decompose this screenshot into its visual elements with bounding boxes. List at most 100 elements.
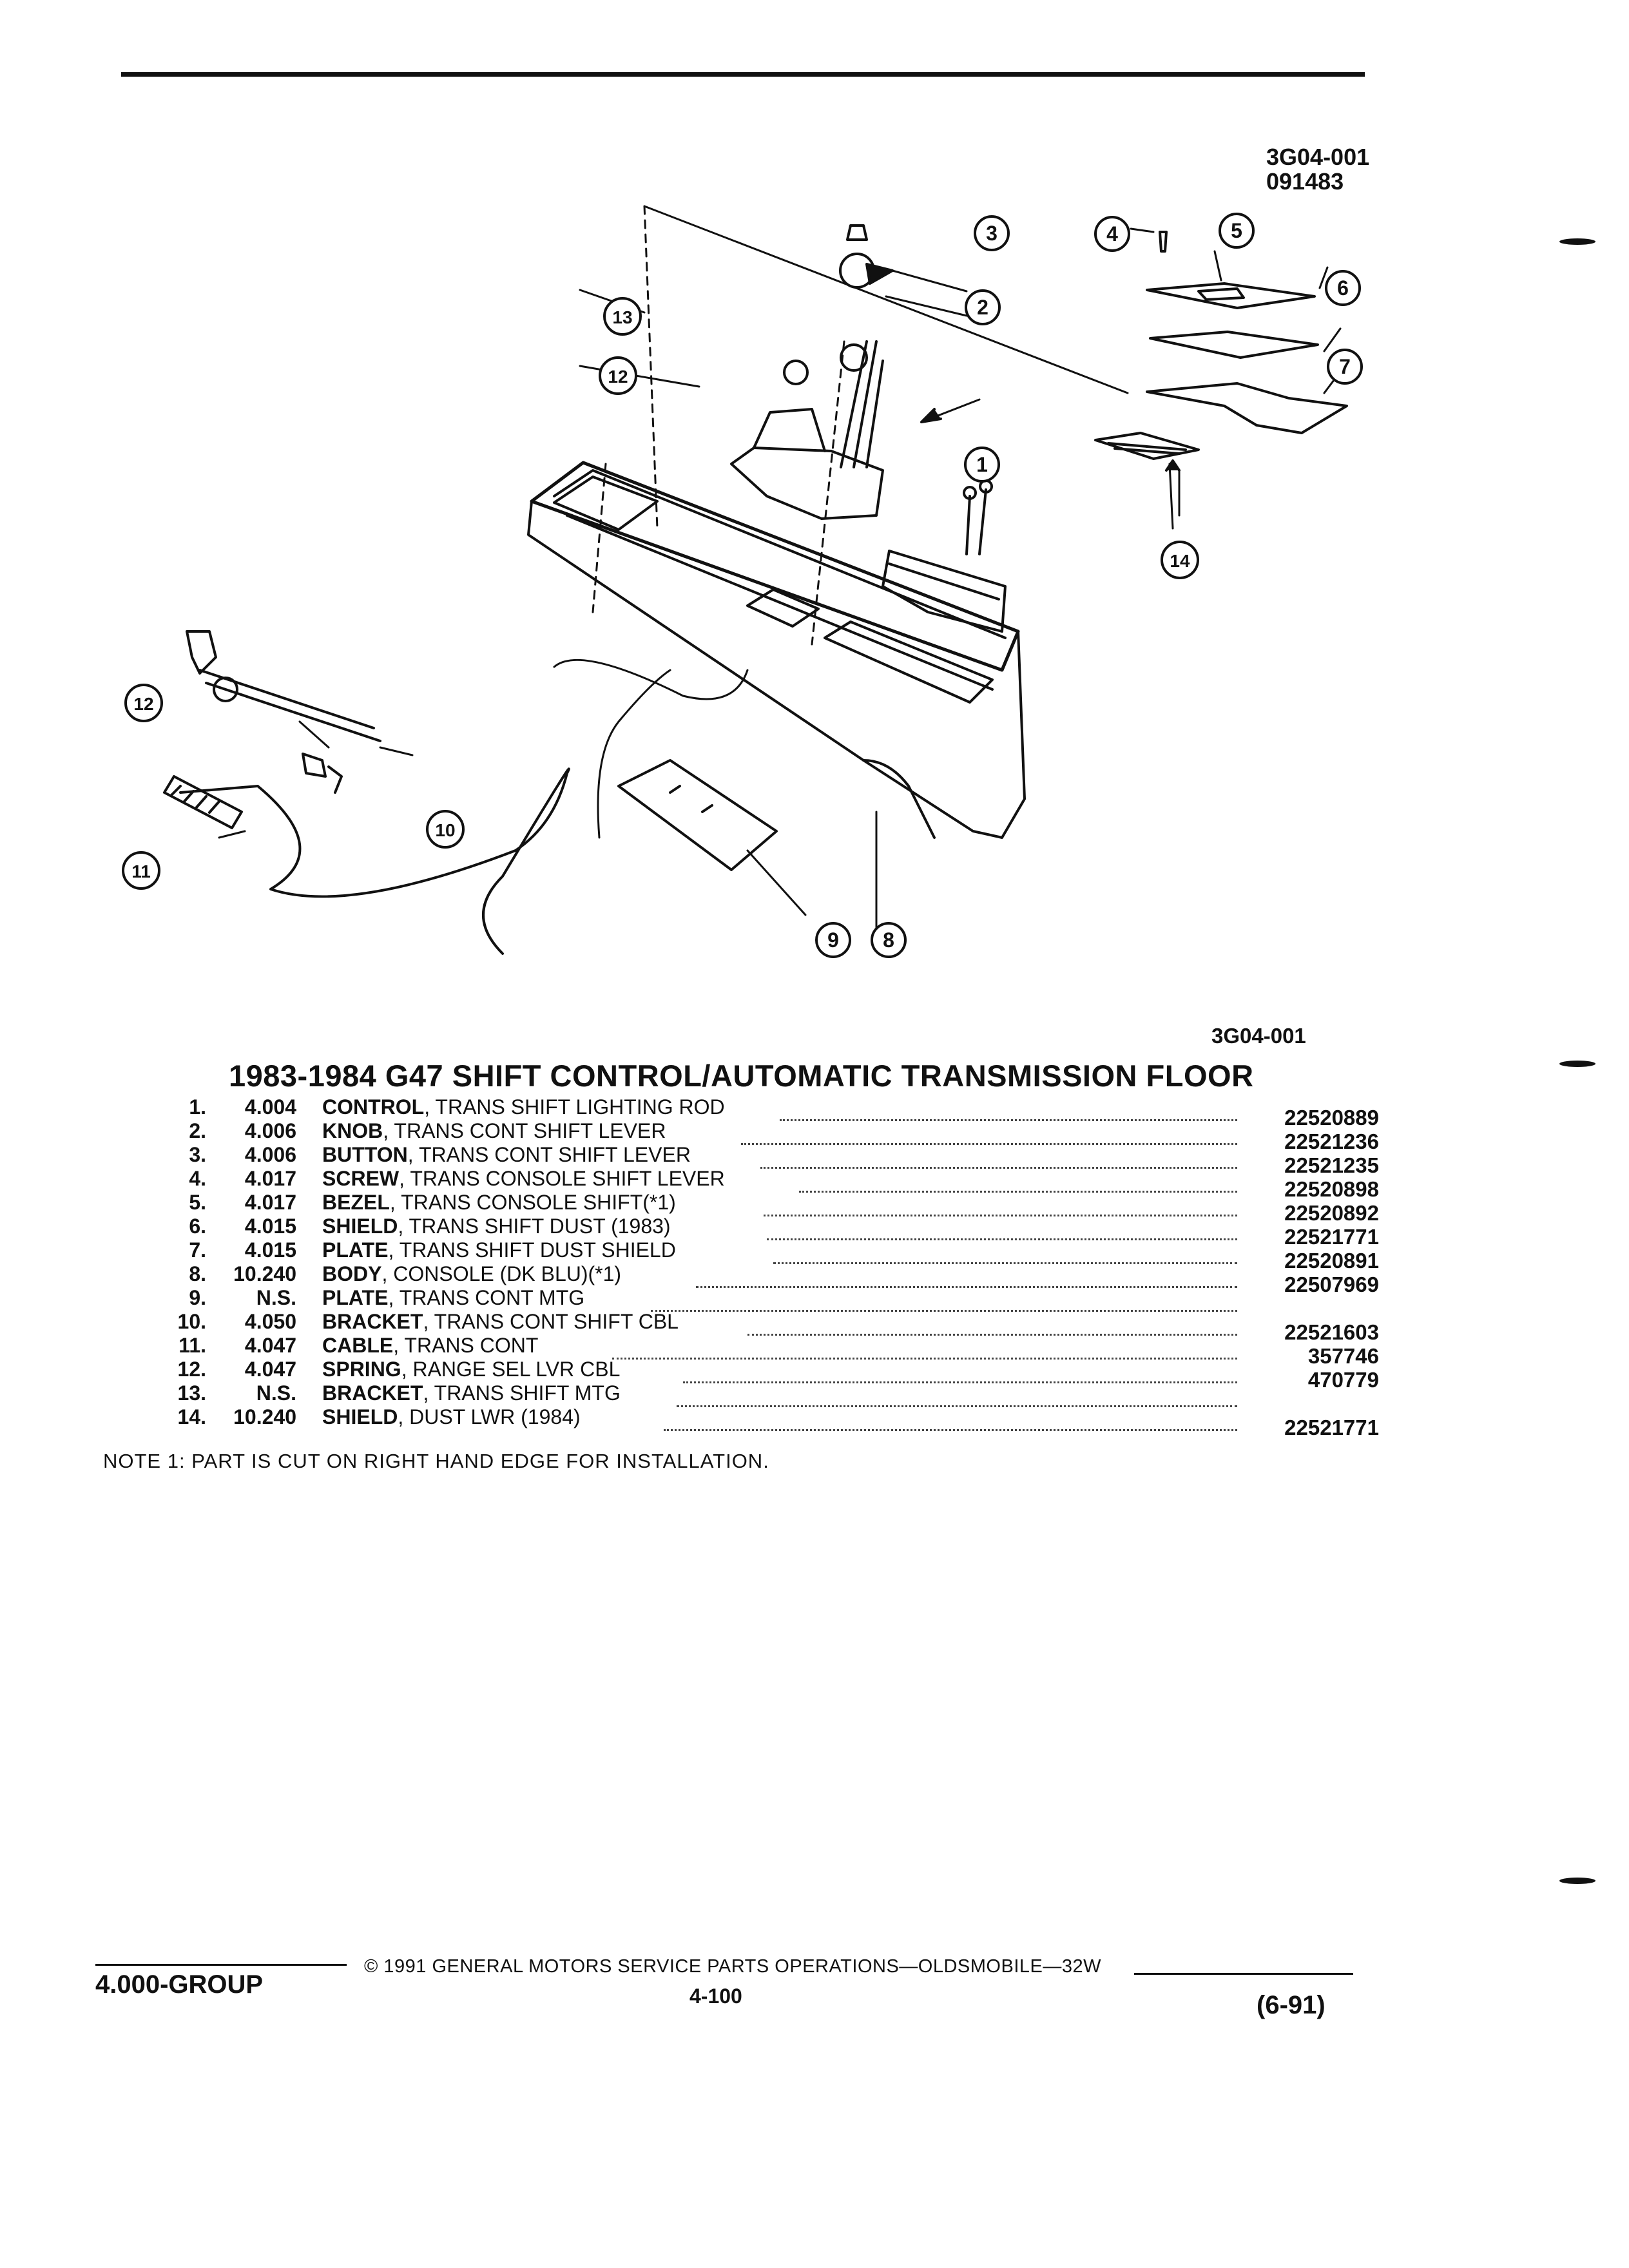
item-name: BUTTON — [322, 1143, 408, 1166]
group-code: 4.050 — [244, 1310, 296, 1333]
group-code: 4.006 — [244, 1143, 296, 1166]
item-number: 12. — [177, 1358, 206, 1381]
item-name: BEZEL — [322, 1191, 390, 1214]
group-code: 4.047 — [244, 1358, 296, 1381]
part-number: 357746 — [1307, 1344, 1379, 1368]
part-number: 22521771 — [1284, 1225, 1379, 1249]
item-number: 10. — [177, 1310, 206, 1333]
callout-1: 1 — [963, 446, 1001, 486]
installation-note: NOTE 1: PART IS CUT ON RIGHT HAND EDGE F… — [103, 1450, 769, 1472]
callout-12-top: 12 — [598, 356, 638, 399]
callout-8: 8 — [870, 921, 907, 962]
part-number: 22520892 — [1284, 1201, 1379, 1225]
group-code: 4.006 — [244, 1119, 296, 1142]
callout-9: 9 — [815, 921, 852, 962]
figure-date-code: 091483 — [1266, 168, 1344, 195]
mounting-plate — [617, 759, 778, 871]
item-name: SHIELD — [322, 1215, 398, 1238]
button-part — [846, 224, 868, 241]
item-description: BRACKET, TRANS SHIFT MTG — [322, 1381, 621, 1405]
item-detail: , TRANS CONSOLE SHIFT(*1) — [389, 1191, 676, 1214]
item-description: BRACKET, TRANS CONT SHIFT CBL — [322, 1310, 679, 1334]
callout-6-label: 6 — [1337, 276, 1349, 300]
item-number: 8. — [189, 1262, 206, 1285]
leader-dots — [664, 1405, 1237, 1431]
item-name: PLATE — [322, 1238, 389, 1262]
item-number: 9. — [189, 1286, 206, 1309]
part-number: 22520898 — [1284, 1177, 1379, 1201]
page-number: 4-100 — [689, 1984, 742, 2008]
item-description: SCREW, TRANS CONSOLE SHIFT LEVER — [322, 1167, 725, 1191]
item-number: 11. — [178, 1334, 206, 1357]
part-number: 22521771 — [1284, 1416, 1379, 1439]
callout-5-label: 5 — [1231, 219, 1242, 242]
item-detail: , TRANS CONT SHIFT CBL — [423, 1310, 679, 1333]
callout-3-label: 3 — [986, 222, 998, 245]
transmission-cable — [179, 767, 570, 955]
display-module — [882, 550, 1007, 633]
group-code: 4.004 — [244, 1095, 296, 1119]
leader-dots — [683, 1358, 1237, 1383]
item-description: BODY, CONSOLE (DK BLU)(*1) — [322, 1262, 621, 1286]
item-detail: , TRANS SHIFT DUST SHIELD — [388, 1238, 676, 1262]
callout-14: 14 — [1160, 540, 1200, 583]
leader-dots — [799, 1167, 1237, 1193]
item-description: BUTTON, TRANS CONT SHIFT LEVER — [322, 1143, 691, 1167]
exploded-parts-diagram — [163, 205, 1348, 955]
group-code: 10.240 — [233, 1405, 296, 1428]
lower-dust-shield — [1094, 432, 1200, 460]
item-number: 13. — [177, 1381, 206, 1405]
item-number: 2. — [189, 1119, 206, 1142]
callout-12-top-label: 12 — [608, 367, 628, 387]
figure-code: 3G04-001 — [1266, 144, 1370, 170]
shift-linkage — [186, 630, 217, 675]
item-description: SPRING, RANGE SEL LVR CBL — [322, 1358, 620, 1381]
item-description: PLATE, TRANS SHIFT DUST SHIELD — [322, 1238, 676, 1262]
group-code: 4.047 — [244, 1334, 296, 1357]
callout-13: 13 — [602, 296, 642, 340]
callout-12-left-label: 12 — [133, 694, 153, 714]
item-name: BODY — [322, 1262, 382, 1285]
dust-shield-part — [1149, 331, 1319, 359]
group-code: N.S. — [256, 1381, 296, 1405]
binder-mark — [1559, 1878, 1595, 1884]
group-code: 4.015 — [244, 1215, 296, 1238]
item-name: SCREW — [322, 1167, 400, 1190]
page-title: 1983-1984 G47 SHIFT CONTROL/AUTOMATIC TR… — [229, 1059, 1254, 1093]
list-item: 13. N.S. BRACKET, TRANS SHIFT MTG — [161, 1381, 1379, 1407]
callout-11-label: 11 — [131, 861, 151, 881]
list-item: 8. 10.240 BODY, CONSOLE (DK BLU)(*1) 225079… — [161, 1262, 1379, 1296]
item-detail: , TRANS CONT MTG — [388, 1286, 585, 1309]
group-code: 10.240 — [233, 1262, 296, 1285]
callout-4: 4 — [1094, 215, 1131, 256]
part-number: 22521235 — [1284, 1153, 1379, 1177]
callout-11: 11 — [121, 850, 161, 894]
shift-control-assembly — [730, 447, 884, 520]
callout-8-label: 8 — [883, 928, 894, 952]
callout-9-label: 9 — [827, 928, 839, 952]
leader-dots — [773, 1238, 1237, 1264]
part-number: 22520889 — [1284, 1106, 1379, 1129]
item-name: SHIELD — [322, 1405, 398, 1428]
group-code: 4.017 — [244, 1191, 296, 1214]
callout-2-label: 2 — [977, 296, 988, 319]
list-item: 6. 4.015 SHIELD, TRANS SHIFT DUST (1983) 22… — [161, 1215, 1379, 1249]
callout-7-label: 7 — [1339, 355, 1351, 378]
item-number: 6. — [189, 1215, 206, 1238]
item-detail: , TRANS SHIFT DUST (1983) — [398, 1215, 671, 1238]
item-number: 1. — [189, 1095, 206, 1119]
dust-shield-plate — [1146, 382, 1348, 434]
bezel-part — [1146, 282, 1316, 309]
leader-dots — [747, 1310, 1237, 1336]
callout-7: 7 — [1326, 348, 1364, 389]
binder-mark — [1559, 238, 1595, 245]
revision-date: (6-91) — [1257, 1991, 1325, 2019]
screw-part — [1159, 231, 1168, 253]
part-number: 22507969 — [1284, 1273, 1379, 1296]
